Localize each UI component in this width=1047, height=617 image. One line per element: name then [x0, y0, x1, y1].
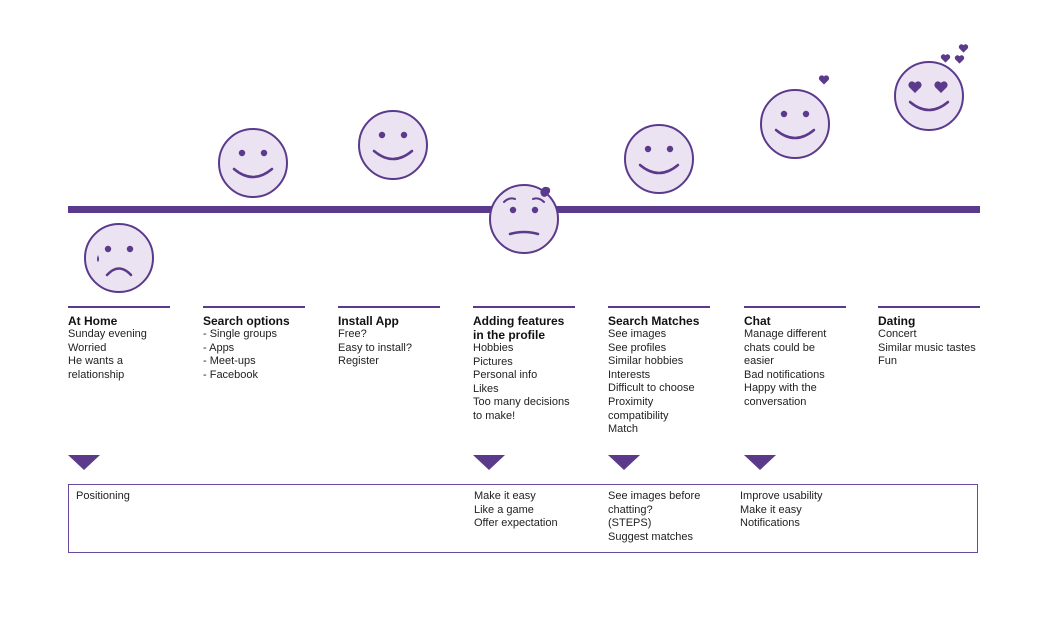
stage-search-matches: Search Matches See images See profiles S… [608, 306, 710, 437]
insight-item: Make it easy [474, 490, 536, 502]
stage-title: Chat [744, 314, 771, 328]
stage-at-home: At Home Sunday evening Worried He wants … [68, 306, 170, 382]
stage-title: in the profile [473, 328, 545, 342]
insight-item: (STEPS) [608, 517, 652, 530]
stage-item: Hobbies [473, 342, 514, 354]
stage-divider [473, 306, 575, 308]
insight-item: See images before [608, 490, 701, 502]
smiley-face-icon [623, 123, 695, 195]
stage-item: - Meet-ups [203, 355, 256, 368]
stage-title: Dating [878, 314, 916, 328]
stage-item: Bad notifications [744, 368, 825, 381]
stage-item: Register [338, 355, 379, 368]
stage-item: See profiles [608, 341, 667, 354]
insight-item: Like a game [474, 503, 534, 516]
stage-chat: Chat Manage different chats could be eas… [744, 306, 846, 410]
smiley-face-icon [759, 88, 831, 160]
stage-item: Personal info [473, 369, 538, 382]
stage-item: relationship [68, 368, 125, 381]
heart-icon [958, 41, 969, 53]
stage-item: Difficult to choose [608, 382, 695, 395]
heart-icon [954, 52, 965, 64]
stage-item: Manage different [744, 328, 827, 340]
stage-item: Too many decisions [473, 396, 570, 409]
smiley-face-icon [357, 109, 429, 181]
stage-item: - Apps [203, 341, 235, 354]
down-triangle-icon [608, 455, 640, 470]
heart-icon [818, 73, 830, 85]
smiley-face-icon [217, 127, 289, 199]
stage-item: - Single groups [203, 328, 277, 340]
stage-item: easier [744, 355, 774, 368]
stage-divider [68, 306, 170, 308]
stage-item: Match [608, 423, 638, 436]
stage-item: Likes [473, 382, 499, 395]
stage-item: Sunday evening [68, 328, 147, 340]
stage-divider [744, 306, 846, 308]
stage-item: Free? [338, 328, 367, 340]
stage-divider [608, 306, 710, 308]
stage-item: See images [608, 328, 667, 340]
stage-item: Happy with the [744, 382, 817, 395]
insight-item: Improve usability [740, 490, 823, 502]
heart-eyes-face-icon [893, 60, 965, 132]
stage-divider [878, 306, 980, 308]
heart-icon [940, 51, 951, 63]
insight-item: Notifications [740, 517, 800, 530]
stage-item: conversation [744, 395, 807, 408]
insight-chat: Improve usability Make it easy Notificat… [740, 490, 823, 531]
stage-title: Search Matches [608, 314, 700, 328]
stage-install-app: Install App Free? Easy to install? Regis… [338, 306, 440, 369]
insight-item: Offer expectation [474, 517, 558, 530]
stage-item: Easy to install? [338, 341, 412, 354]
insight-item: Positioning [76, 490, 130, 502]
stage-title: Adding features [473, 314, 565, 328]
stage-item: Interests [608, 368, 651, 381]
stage-search-options: Search options - Single groups - Apps - … [203, 306, 305, 382]
stage-item: Pictures [473, 355, 513, 368]
down-triangle-icon [473, 455, 505, 470]
insight-search-matches: See images before chatting? (STEPS) Sugg… [608, 490, 700, 544]
insights-box [68, 484, 978, 553]
down-triangle-icon [68, 455, 100, 470]
insight-item: Suggest matches [608, 530, 693, 543]
stage-adding-features: Adding features in the profile Hobbies P… [473, 306, 575, 424]
stage-item: He wants a [68, 355, 124, 368]
stage-divider [338, 306, 440, 308]
insight-positioning: Positioning [76, 490, 130, 504]
stage-title: At Home [68, 314, 118, 328]
stage-item: Worried [68, 341, 107, 354]
stage-item: Concert [878, 328, 917, 340]
stage-item: Fun [878, 355, 897, 368]
stage-title: Install App [338, 314, 399, 328]
insight-item: Make it easy [740, 503, 802, 516]
stage-item: - Facebook [203, 368, 259, 381]
stage-dating: Dating Concert Similar music tastes Fun [878, 306, 980, 369]
worried-face-icon [488, 183, 560, 255]
stage-divider [203, 306, 305, 308]
stage-item: chats could be [744, 341, 815, 354]
stage-item: Proximity [608, 395, 654, 408]
down-triangle-icon [744, 455, 776, 470]
sad-face-icon [83, 222, 155, 294]
stage-item: Similar music tastes [878, 341, 976, 354]
stage-title: Search options [203, 314, 290, 328]
stage-item: Similar hobbies [608, 355, 684, 368]
stage-item: compatibility [608, 409, 669, 422]
insight-item: chatting? [608, 503, 653, 516]
stage-item: to make! [473, 409, 516, 422]
insight-adding-features: Make it easy Like a game Offer expectati… [474, 490, 558, 531]
